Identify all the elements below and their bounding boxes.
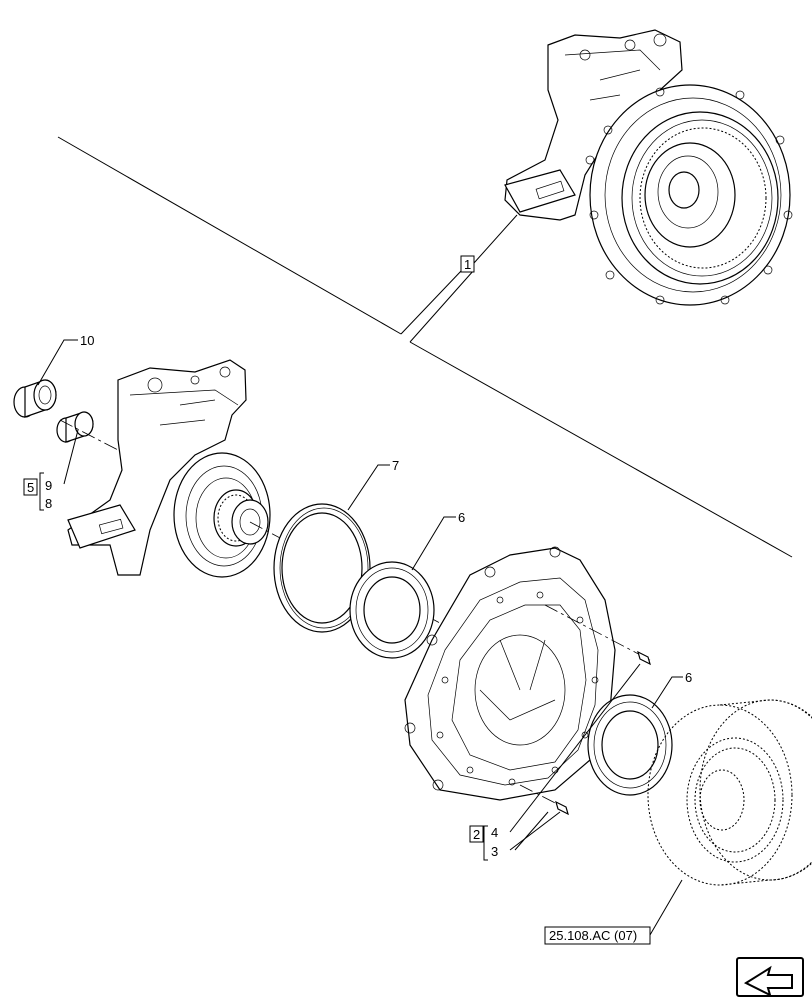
callout-6-upper: 6 <box>458 510 465 525</box>
divider-line-lower <box>409 341 793 558</box>
callout-4: 4 <box>491 825 498 840</box>
reference-link[interactable]: 25.108.AC (07) <box>549 928 637 943</box>
callout-1: 1 <box>464 257 471 272</box>
leader-lines <box>37 214 683 936</box>
divider-line-upper <box>57 136 402 335</box>
steering-knuckle <box>67 359 271 578</box>
callout-5: 5 <box>27 480 34 495</box>
callout-box-2 <box>469 825 484 843</box>
seal-6-lower <box>587 694 673 796</box>
bushing-9 <box>56 411 94 443</box>
callout-9: 9 <box>45 478 52 493</box>
callout-box-1 <box>460 255 475 273</box>
callout-2: 2 <box>473 827 480 842</box>
dowel-pins <box>519 604 651 816</box>
reference-box[interactable] <box>544 926 651 945</box>
o-ring-7 <box>273 503 371 633</box>
arrow-navigation-icon[interactable] <box>736 957 804 997</box>
planetary-housing <box>404 546 616 801</box>
seal-6-upper <box>349 561 435 659</box>
assembled-hub-housing <box>504 29 793 306</box>
callout-8: 8 <box>45 496 52 511</box>
callout-7: 7 <box>392 458 399 473</box>
callout-10: 10 <box>80 333 94 348</box>
callout-3: 3 <box>491 844 498 859</box>
callout-6-lower: 6 <box>685 670 692 685</box>
bushing-10 <box>13 379 57 418</box>
ring-gear-reference <box>647 699 812 886</box>
callout-box-5 <box>23 478 38 496</box>
